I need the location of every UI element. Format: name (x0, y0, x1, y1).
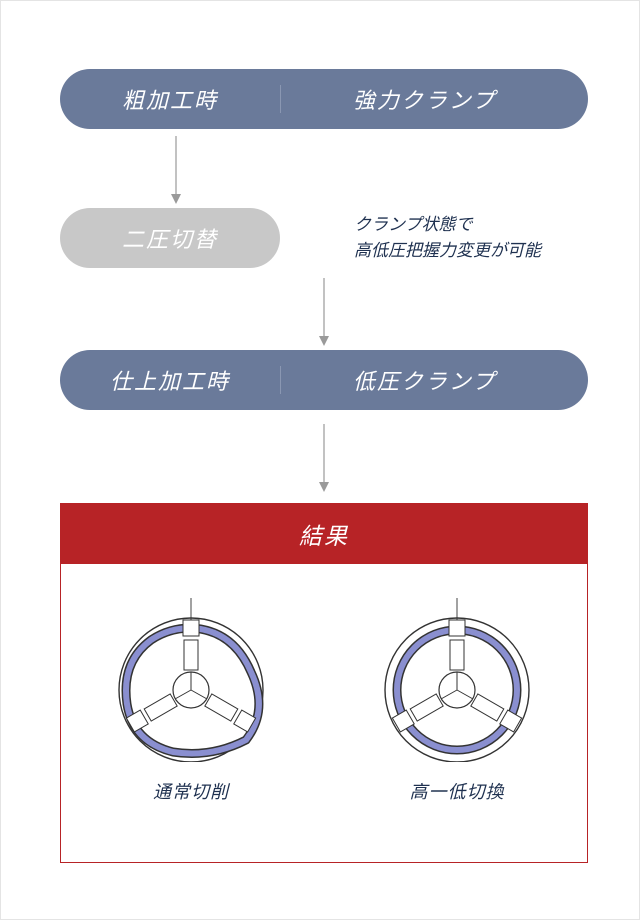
rough-machining-step: 粗加工時 強力クランプ (60, 69, 588, 129)
clamp-note-line1: クランプ状態で (354, 215, 473, 235)
normal-cutting-label: 通常切削 (153, 782, 229, 803)
clamp-note-line2: 高低圧把握力変更が可能 (354, 241, 541, 261)
arrow-down-icon (319, 424, 329, 492)
pressure-switch-step: 二圧切替 (60, 208, 280, 268)
strong-clamp-label: 強力クランプ (352, 89, 497, 114)
clamp-note: クランプ状態で 高低圧把握力変更が可能 (354, 212, 541, 264)
chuck-high-low-switch-icon (384, 598, 530, 762)
finish-machining-label: 仕上加工時 (109, 370, 230, 395)
rough-machining-label: 粗加工時 (121, 89, 218, 114)
arrow-down-icon (319, 278, 329, 346)
chuck-normal-cutting-icon (118, 598, 264, 762)
pressure-switch-label: 二圧切替 (121, 228, 218, 253)
step-divider (280, 366, 281, 394)
arrow-down-icon (171, 136, 181, 204)
high-low-switch-label: 高一低切換 (409, 782, 505, 803)
finish-machining-step: 仕上加工時 低圧クランプ (60, 350, 588, 410)
result-panel: 結果 通常切削 (60, 503, 588, 863)
step-divider (280, 85, 281, 113)
result-title: 結果 (61, 504, 587, 564)
low-clamp-label: 低圧クランプ (352, 370, 497, 395)
